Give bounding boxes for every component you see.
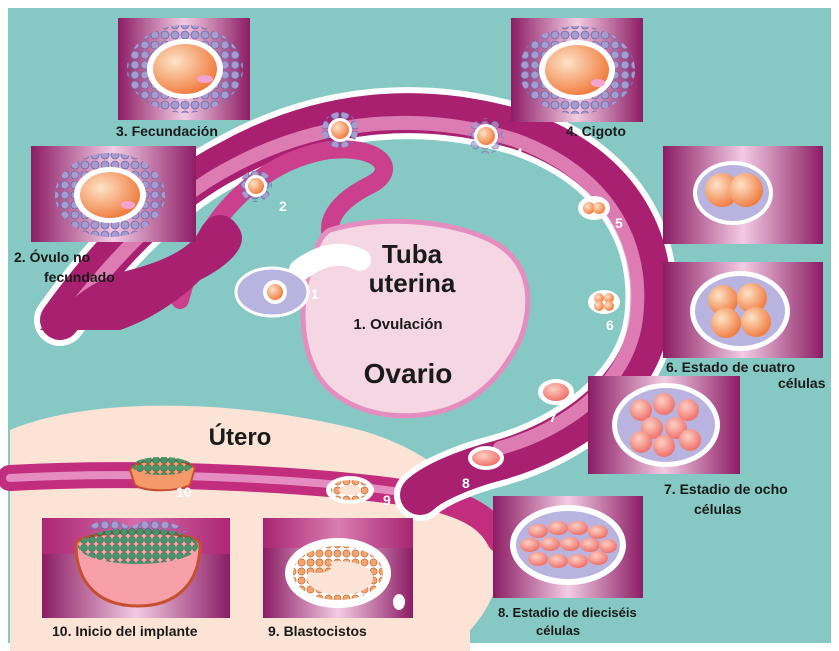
panel-unfertilized-ovum <box>31 146 196 242</box>
eight-cell-label-line1: 7. Estadio de ocho <box>664 481 788 497</box>
unfertilized-ovum-label-line2: fecundado <box>44 269 115 285</box>
tube-cell-stage-5 <box>578 196 610 220</box>
eight-cell-label-line2: células <box>694 501 742 517</box>
zygote-label: 4. Cigoto <box>566 123 626 139</box>
tube-label-line2: uterina <box>369 268 456 298</box>
tube-cell-stage-4 <box>468 118 504 154</box>
step-number-7: 7 <box>549 409 557 425</box>
four-cell-label-line1: 6. Estado de cuatro <box>666 359 795 375</box>
panel-fertilization <box>118 18 250 120</box>
panel-two-cell <box>663 146 823 244</box>
step-number-10: 10 <box>176 484 192 500</box>
tube-cell-stage-3 <box>322 112 358 148</box>
zygote-icon <box>545 45 609 95</box>
tube-cell-stage-9 <box>326 476 374 504</box>
step-number-6: 6 <box>606 317 614 333</box>
step-number-4: 4 <box>515 145 523 161</box>
ovulation-label: 1. Ovulación <box>353 316 442 333</box>
four-cell-label-line2: células <box>778 375 826 391</box>
step-number-8: 8 <box>462 475 470 491</box>
ovum-cell-icon <box>267 284 283 300</box>
tube-cell-stage-2 <box>240 170 272 202</box>
tube-cell-stage-7 <box>538 379 574 405</box>
panel-blastocyst <box>263 518 413 618</box>
ovum-icon <box>153 44 217 94</box>
uterus-label: Útero <box>209 423 272 451</box>
tube-cell-stage-6 <box>588 290 620 314</box>
ovary-label: Ovario <box>364 358 453 389</box>
step-number-2: 2 <box>279 198 287 214</box>
implantation-label: 10. Inicio del implante <box>52 623 198 639</box>
unfertilized-ovum-label-line1: 2. Óvulo no <box>14 248 90 265</box>
panel-sixteen-cell <box>493 496 643 598</box>
tube-label-line1: Tuba <box>382 239 443 269</box>
fertilization-label: 3. Fecundación <box>116 123 218 139</box>
blastocyst-label: 9. Blastocistos <box>268 623 367 639</box>
step-number-5: 5 <box>615 215 623 231</box>
sixteen-cell-label-line2: células <box>536 623 580 638</box>
step-number-9: 9 <box>383 492 391 508</box>
sixteen-cell-label-line1: 8. Estadio de dieciséis <box>498 605 637 620</box>
panel-zygote <box>511 18 643 122</box>
step-number-1: 1 <box>311 286 319 302</box>
panel-eight-cell <box>588 376 740 474</box>
unfertilized-ovum-icon <box>80 172 140 218</box>
tube-cell-stage-8 <box>468 446 504 470</box>
panel-four-cell <box>663 262 823 358</box>
panel-implantation <box>42 518 230 618</box>
